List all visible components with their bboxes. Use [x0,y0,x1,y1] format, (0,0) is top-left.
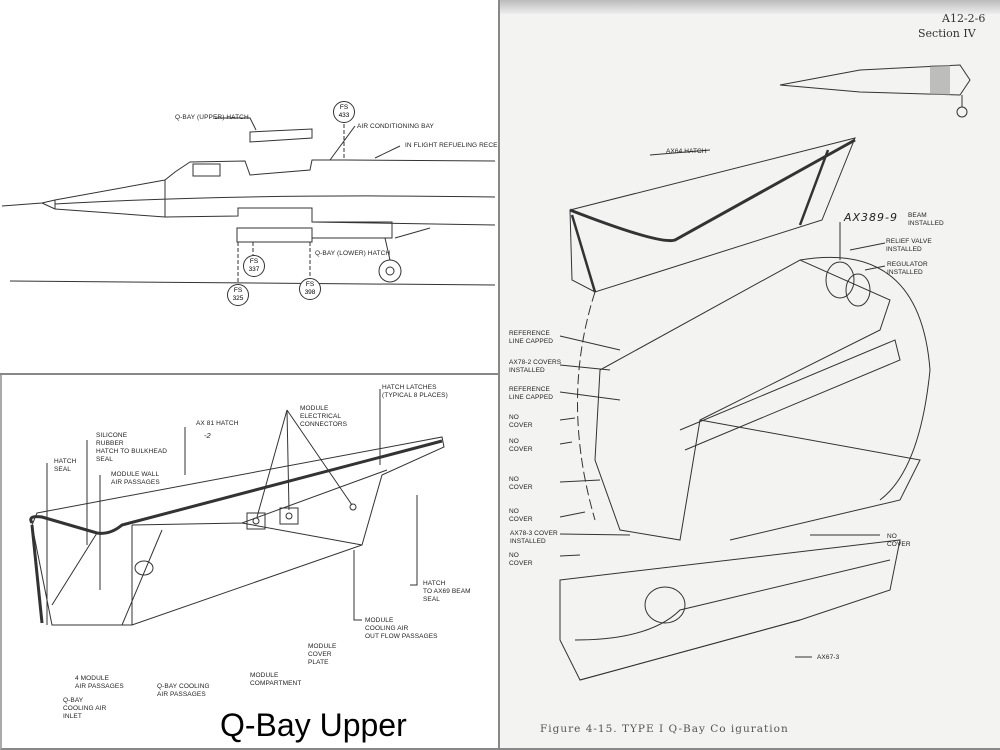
refueling-receptacle-label: IN FLIGHT REFUELING RECEPTACLE [405,142,500,149]
hatch-seal-label: HATCH SEAL [54,458,77,473]
no-cover-label-3: NO COVER [509,476,533,491]
module-cover-plate-label: MODULE COVER PLATE [308,643,337,666]
qbay-cooling-passages-label: Q-BAY COOLING AIR PASSAGES [157,683,210,698]
no-cover-label-1: NO COVER [509,414,533,429]
configuration-panel: A12-2-6 Section IV AX64 HATCH AX389-9 BE… [500,0,1000,750]
slide-title: Q-Bay Upper Hatch [220,707,407,748]
ax67-3-label: AX67-3 [817,654,840,661]
station-fs-398: FS 398 [299,278,321,300]
no-cover-label-2: NO COVER [509,438,533,453]
cooling-air-inlet-label: Q-BAY COOLING AIR INLET [63,697,107,720]
beam-installed-label: BEAM INSTALLED [908,212,944,227]
ax78-3-cover-label: AX78-3 COVER INSTALLED [510,530,558,545]
hatch-detail-panel: HATCH LATCHES (TYPICAL 8 PLACES) MODULE … [0,375,500,750]
ax78-2-covers-label: AX78-2 COVERS INSTALLED [509,359,562,374]
qbay-configuration-drawing [559,64,971,681]
reference-line-capped-label-1: REFERENCE LINE CAPPED [509,330,554,345]
station-fs-337: FS 337 [243,255,265,277]
figure-caption: Figure 4-15. TYPE I Q-Bay Co iguration [540,723,789,735]
ax81-dash-label: -2 [204,431,211,440]
relief-valve-label: RELIEF VALVE INSTALLED [886,238,932,253]
section-label: Section IV [918,27,976,40]
silicone-seal-label: SILICONE RUBBER HATCH TO BULKHEAD SEAL [96,432,168,463]
electrical-connectors-label: MODULE ELECTRICAL CONNECTORS [300,405,348,428]
scan-edge [500,0,1000,14]
side-view-panel: Q-BAY (UPPER) HATCH AIR CONDITIONING BAY… [0,0,500,375]
no-cover-label-5: NO COVER [509,552,533,567]
air-conditioning-bay-label: AIR CONDITIONING BAY [357,123,434,130]
station-fs-325: FS 325 [227,284,249,306]
regulator-label: REGULATOR INSTALLED [887,261,928,276]
aircraft-side-view-drawing [1,117,496,286]
ax64-hatch-label: AX64 HATCH [666,148,707,155]
document-number: A12-2-6 [942,12,986,25]
no-cover-label-right: NO COVER [887,533,911,548]
four-module-passages-label: 4 MODULE AIR PASSAGES [75,675,124,690]
lower-hatch-label: Q-BAY (LOWER) HATCH [315,250,391,257]
module-compartment-label: MODULE COMPARTMENT [250,672,302,687]
outflow-passages-label: MODULE COOLING AIR OUT FLOW PASSAGES [365,617,438,640]
no-cover-label-4: NO COVER [509,508,533,523]
module-wall-air-label: MODULE WALL AIR PASSAGES [111,471,160,486]
reference-line-capped-label-2: REFERENCE LINE CAPPED [509,386,554,401]
hatch-latches-label: HATCH LATCHES (TYPICAL 8 PLACES) [382,384,448,399]
ax69-beam-seal-label: HATCH TO AX69 BEAM SEAL [423,580,471,603]
upper-hatch-label: Q-BAY (UPPER) HATCH [175,114,249,121]
station-fs-433: FS 433 [333,101,355,123]
ax389-handwritten-label: AX389-9 [844,211,899,224]
ax81-hatch-label: AX 81 HATCH [196,420,239,427]
hatch-drawing [29,389,445,626]
